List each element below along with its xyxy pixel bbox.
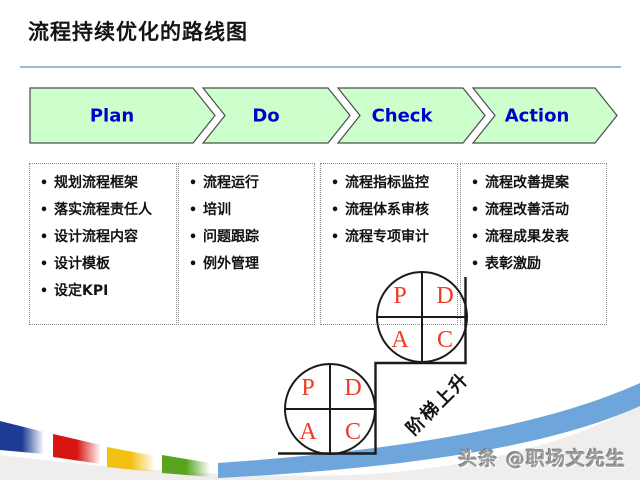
task-item: 例外管理 [183, 251, 312, 278]
pdca-letter-c-upper: C [437, 327, 453, 353]
stage-label-action: Action [505, 106, 570, 127]
task-item: 培训 [183, 197, 312, 224]
footer-bar-green [162, 455, 210, 477]
stage-flow-arrows: Plan Do Check Action [29, 87, 618, 144]
stage-arrow-action [471, 87, 618, 144]
watermark-text: 头条 @职场文先生 [458, 448, 626, 470]
footer-bar-red [53, 434, 101, 464]
stage-label-check: Check [372, 106, 434, 127]
task-item: 设定KPI [34, 278, 174, 305]
task-item: 问题跟踪 [183, 224, 312, 251]
stage-arrow-check [336, 87, 486, 144]
footer-gray-band [0, 404, 640, 480]
task-item: 流程改善提案 [465, 170, 604, 197]
stage-arrow-plan [29, 87, 216, 144]
footer-bar-gold [107, 447, 155, 472]
plan-tasks-box: 规划流程框架 落实流程责任人 设计流程内容 设计模板 设定KPI [29, 163, 177, 325]
task-item: 流程专项审计 [325, 224, 455, 251]
stage-arrow-do [201, 87, 351, 144]
task-item: 流程体系审核 [325, 197, 455, 224]
action-tasks-box: 流程改善提案 流程改善活动 流程成果发表 表彰激励 [460, 163, 607, 325]
task-item: 规划流程框架 [34, 170, 174, 197]
task-item: 流程改善活动 [465, 197, 604, 224]
stage-label-plan: Plan [90, 106, 134, 127]
task-item: 设计模板 [34, 251, 174, 278]
page-title: 流程持续优化的路线图 [28, 20, 248, 44]
do-tasks-box: 流程运行 培训 问题跟踪 例外管理 [178, 163, 315, 325]
task-item: 流程指标监控 [325, 170, 455, 197]
footer-bar-navy [0, 421, 44, 454]
title-divider [20, 66, 621, 68]
task-item: 流程成果发表 [465, 224, 604, 251]
task-item: 设计流程内容 [34, 224, 174, 251]
task-item: 落实流程责任人 [34, 197, 174, 224]
pdca-letter-a-upper: A [391, 327, 409, 353]
stage-label-do: Do [252, 106, 279, 127]
task-item: 表彰激励 [465, 251, 604, 278]
check-tasks-box: 流程指标监控 流程体系审核 流程专项审计 [320, 163, 458, 325]
task-item: 流程运行 [183, 170, 312, 197]
